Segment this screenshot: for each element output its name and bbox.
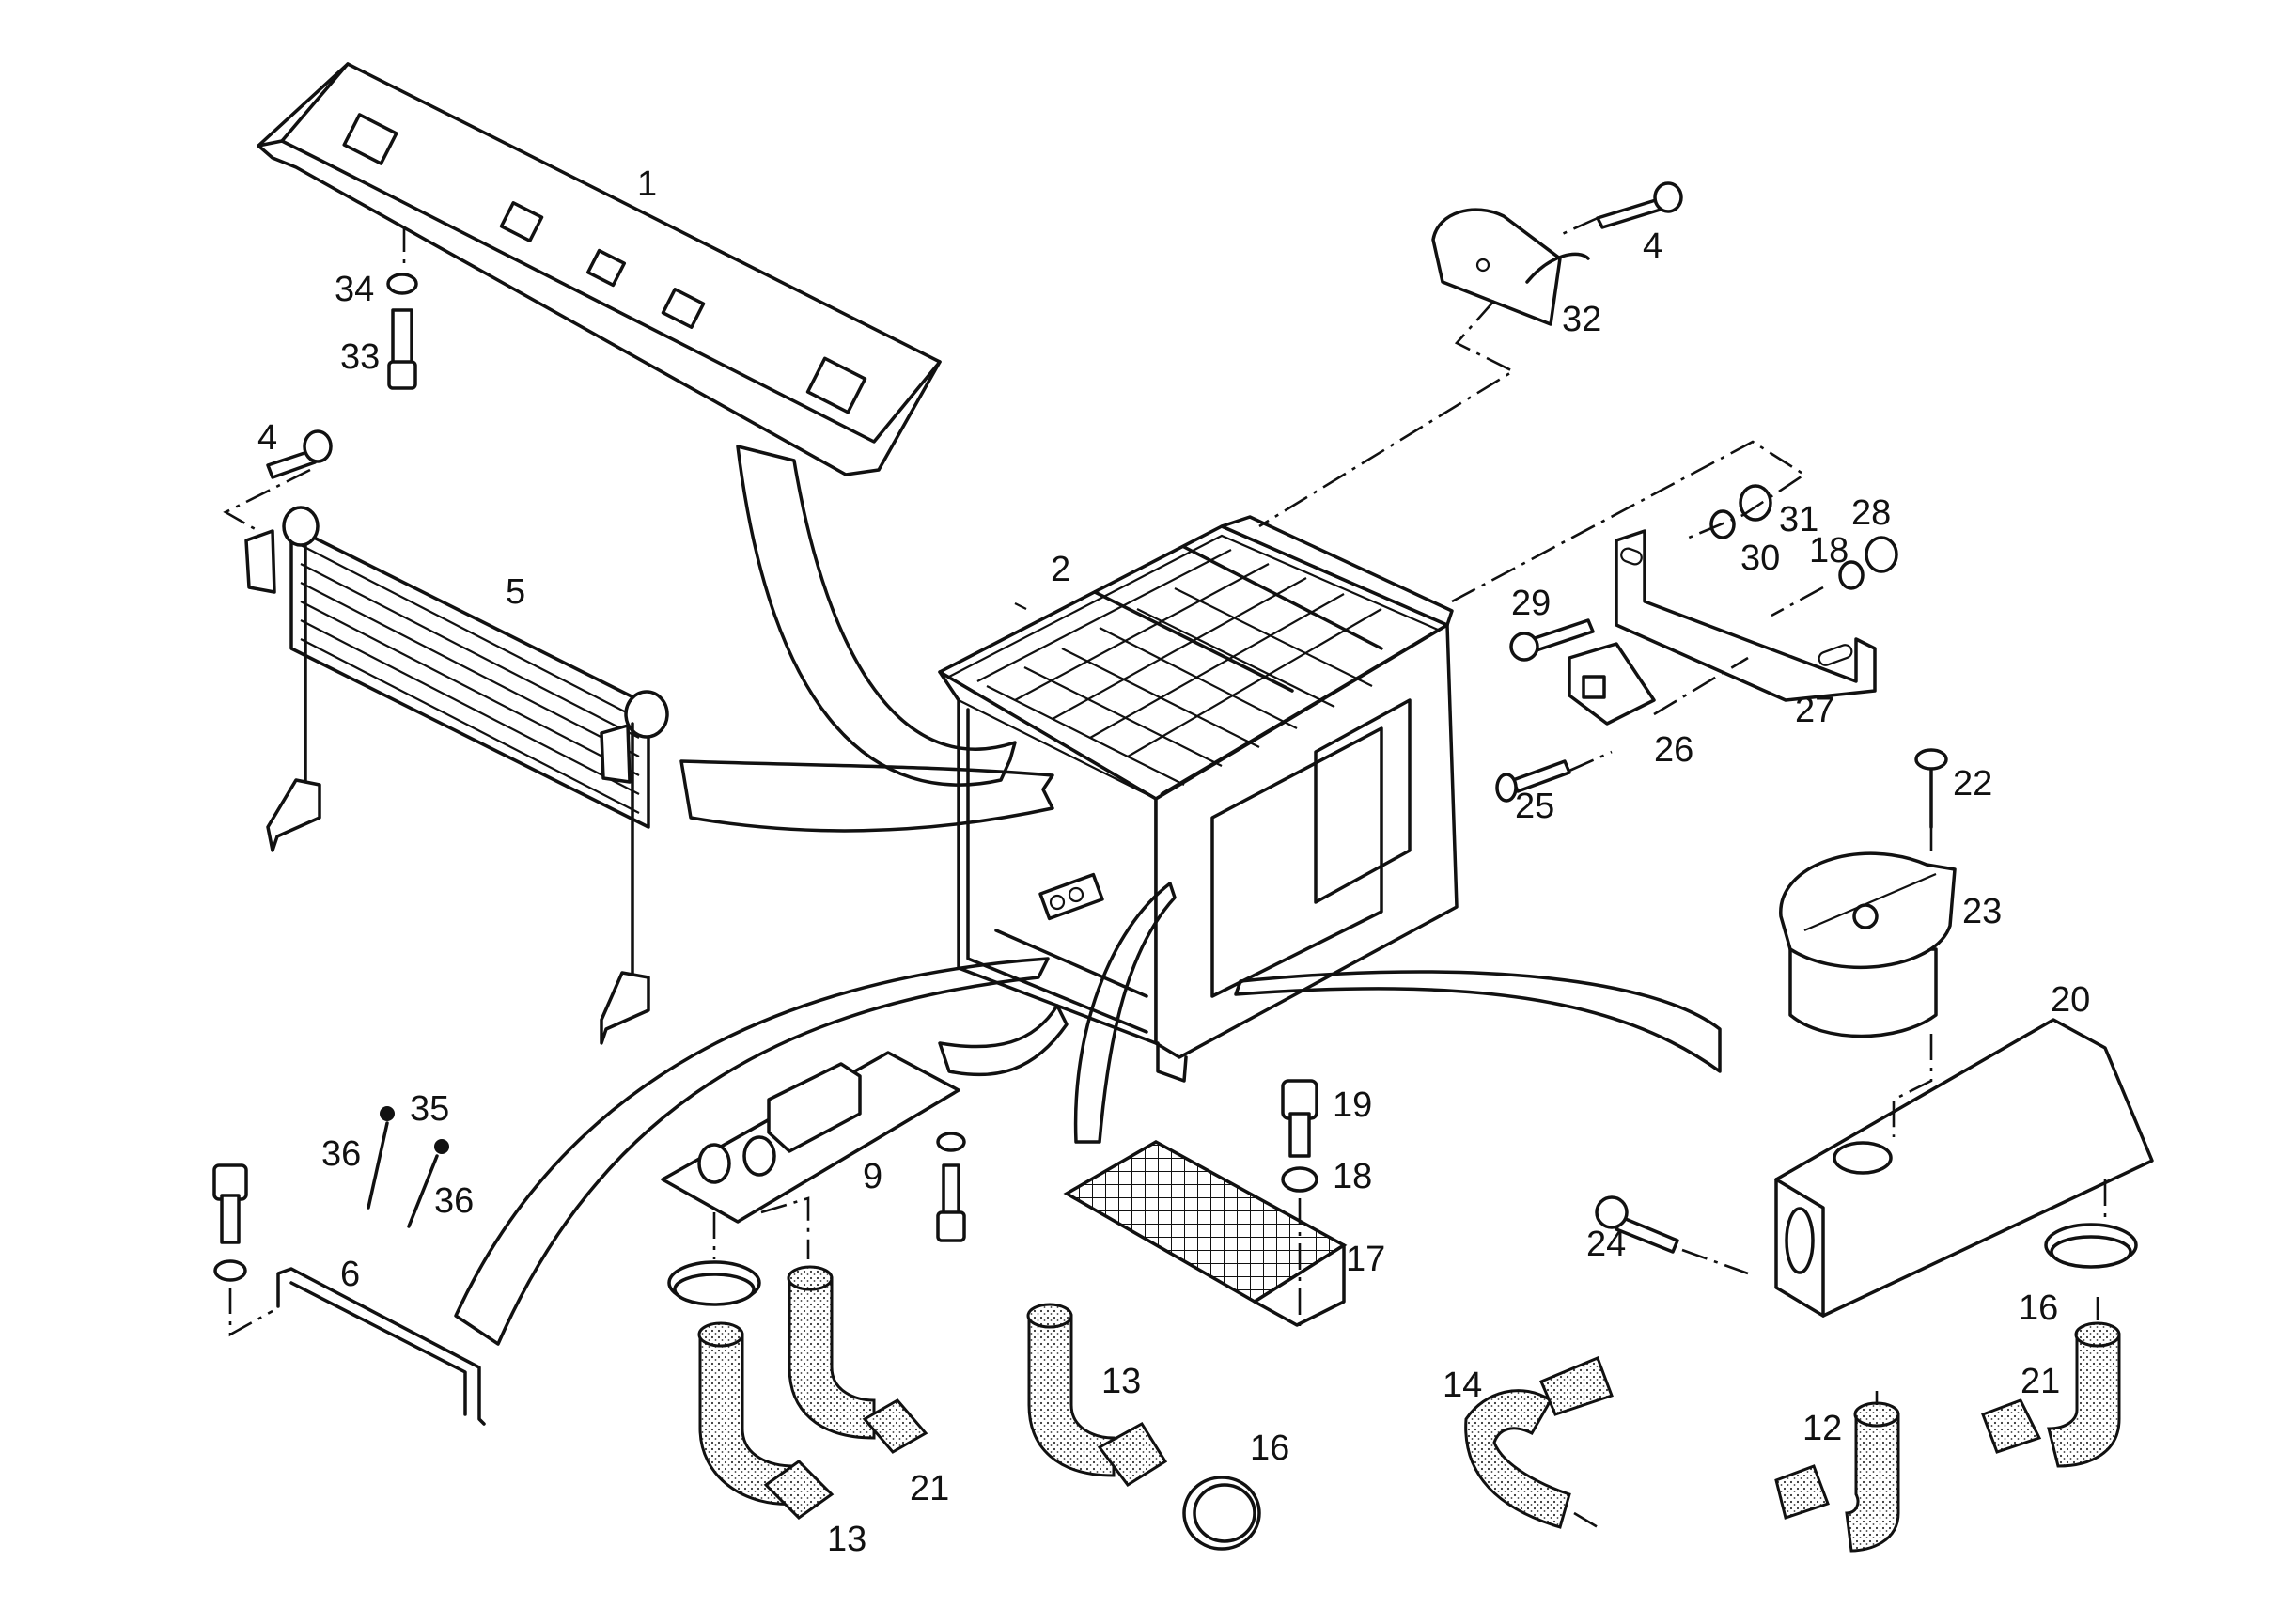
part-34-washer: [386, 273, 418, 295]
part-13-hose-left: [697, 1321, 835, 1520]
part-25-screw: [1495, 759, 1571, 803]
part-14-hose: [1464, 1356, 1614, 1529]
callout-2: 2: [1051, 550, 1070, 589]
part-23-fan: [1779, 851, 1957, 1038]
part-2-cab-frame: [938, 515, 1459, 1083]
callout-20: 20: [2051, 980, 2090, 1020]
callout-16-right: 16: [2019, 1288, 2058, 1328]
callout-21-left: 21: [910, 1469, 949, 1508]
callout-31: 31: [1779, 500, 1818, 539]
callout-4-upper: 4: [1643, 226, 1662, 266]
callout-21-right: 21: [2021, 1362, 2060, 1401]
callout-36-right: 36: [434, 1181, 474, 1221]
part-27-bracket: [1615, 529, 1877, 702]
part-5-roller-blind: [244, 506, 669, 1045]
callout-30: 30: [1740, 539, 1780, 578]
flow-arrows: [454, 445, 1722, 1346]
callout-14: 14: [1443, 1366, 1482, 1405]
callout-23: 23: [1962, 892, 2002, 931]
part-35-pin: [367, 1106, 395, 1210]
part-13-hose-middle: [1026, 1303, 1168, 1488]
part-17-grille: [1063, 1139, 1348, 1327]
part-16-clamp-left: [667, 1260, 761, 1306]
callout-28: 28: [1851, 493, 1891, 533]
part-36-pin: [407, 1139, 449, 1228]
callout-24: 24: [1586, 1225, 1626, 1264]
part-21-hose-right: [1981, 1321, 2121, 1468]
part-4-screw-upper: [1596, 181, 1683, 229]
callout-18-upper: 18: [1809, 531, 1849, 570]
part-9-plate: [661, 1051, 960, 1224]
callout-12: 12: [1802, 1409, 1842, 1448]
callout-13-left: 13: [827, 1520, 866, 1559]
part-32-bracket: [1431, 208, 1590, 326]
callout-34: 34: [335, 270, 374, 309]
callout-36-left: 36: [321, 1134, 361, 1174]
callout-22: 22: [1953, 764, 1992, 804]
callout-6: 6: [340, 1255, 360, 1294]
leader-lines: [1014, 602, 1027, 610]
assembly-lines: [223, 216, 2107, 1529]
part-16-clamp-middle: [1182, 1476, 1261, 1551]
callout-17: 17: [1346, 1240, 1385, 1279]
part-21-hose-left: [787, 1265, 928, 1454]
part-20-air-duct: [1774, 1018, 2154, 1318]
callout-26: 26: [1654, 730, 1693, 770]
part-22-screw: [1914, 748, 1948, 829]
callout-25: 25: [1515, 787, 1554, 826]
part-18-washer-lower: [1281, 1166, 1318, 1193]
part-16-clamp-right: [2044, 1223, 2138, 1269]
callout-labels: 1 2 4 4 5 6 9 12 13 13 14 16 16 17 18 18…: [257, 164, 2090, 1559]
callout-35: 35: [410, 1089, 449, 1129]
callout-33: 33: [340, 337, 380, 377]
callout-27: 27: [1795, 691, 1834, 730]
callout-9: 9: [863, 1157, 882, 1196]
callout-18-lower: 18: [1333, 1157, 1372, 1196]
part-18-washer-upper: [1838, 560, 1865, 590]
callout-16-middle: 16: [1250, 1429, 1289, 1468]
part-26-switch: [1568, 642, 1656, 726]
part-4-screw-left: [266, 429, 333, 479]
part-9-bolt: [936, 1132, 966, 1242]
part-24-bolt: [1595, 1195, 1679, 1254]
callout-13-middle: 13: [1101, 1362, 1141, 1401]
callout-1: 1: [637, 164, 657, 204]
part-19-bolt: [1281, 1079, 1318, 1158]
part-6-bracket: [276, 1267, 486, 1426]
callout-5: 5: [506, 572, 525, 612]
part-33-bolt: [387, 308, 417, 390]
callout-4-left: 4: [257, 418, 277, 458]
part-29-bolt: [1509, 618, 1595, 662]
callout-29: 29: [1511, 584, 1551, 623]
callout-32: 32: [1562, 300, 1601, 339]
part-12-hose: [1774, 1401, 1900, 1553]
part-6-bolt: [212, 1163, 248, 1282]
part-1-top-panel: [257, 62, 942, 476]
part-28-nut: [1865, 536, 1898, 573]
callout-19: 19: [1333, 1085, 1372, 1125]
